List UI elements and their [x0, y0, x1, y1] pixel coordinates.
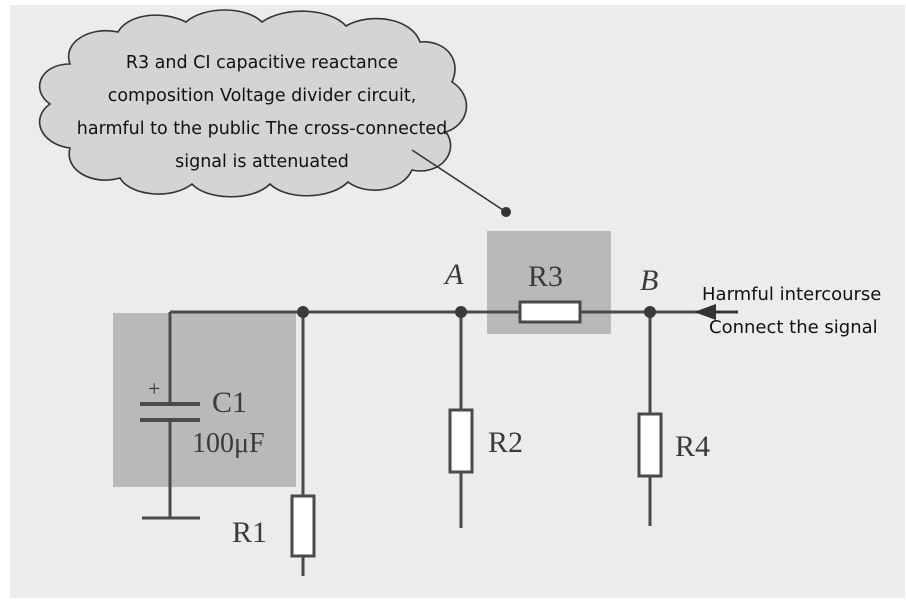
callout-line-3: harmful to the public The cross-connecte…: [77, 119, 448, 139]
node-b-dot: [644, 306, 656, 318]
callout-line-1: R3 and CI capacitive reactance: [126, 53, 398, 73]
resistor-r4: [637, 412, 663, 478]
callout-cloud: R3 and CI capacitive reactance compositi…: [38, 9, 511, 217]
r2-label: R2: [488, 426, 523, 459]
input-signal-label-line2: Connect the signal: [709, 317, 878, 338]
input-signal-label-line1: Harmful intercourse: [702, 284, 882, 305]
r4-label: R4: [675, 430, 710, 463]
c1-polarity-mark: +: [148, 376, 160, 401]
junction-dot: [297, 306, 309, 318]
resistor-r3: [518, 300, 582, 324]
r3-label: R3: [528, 260, 563, 293]
c1-highlight-box: [113, 313, 296, 487]
resistor-r1: [290, 494, 316, 558]
capacitor-c1: + C1 100μF: [140, 376, 265, 459]
node-b-label: B: [640, 264, 658, 297]
c1-value: 100μF: [192, 428, 265, 459]
r1-label: R1: [232, 516, 267, 549]
resistor-r2: [448, 408, 474, 474]
callout-line-4: signal is attenuated: [175, 152, 349, 172]
c1-label: C1: [212, 386, 247, 419]
node-a-dot: [455, 306, 467, 318]
node-a-label: A: [443, 258, 464, 291]
input-signal-arrow: [694, 304, 738, 320]
callout-line-2: composition Voltage divider circuit,: [108, 86, 417, 106]
